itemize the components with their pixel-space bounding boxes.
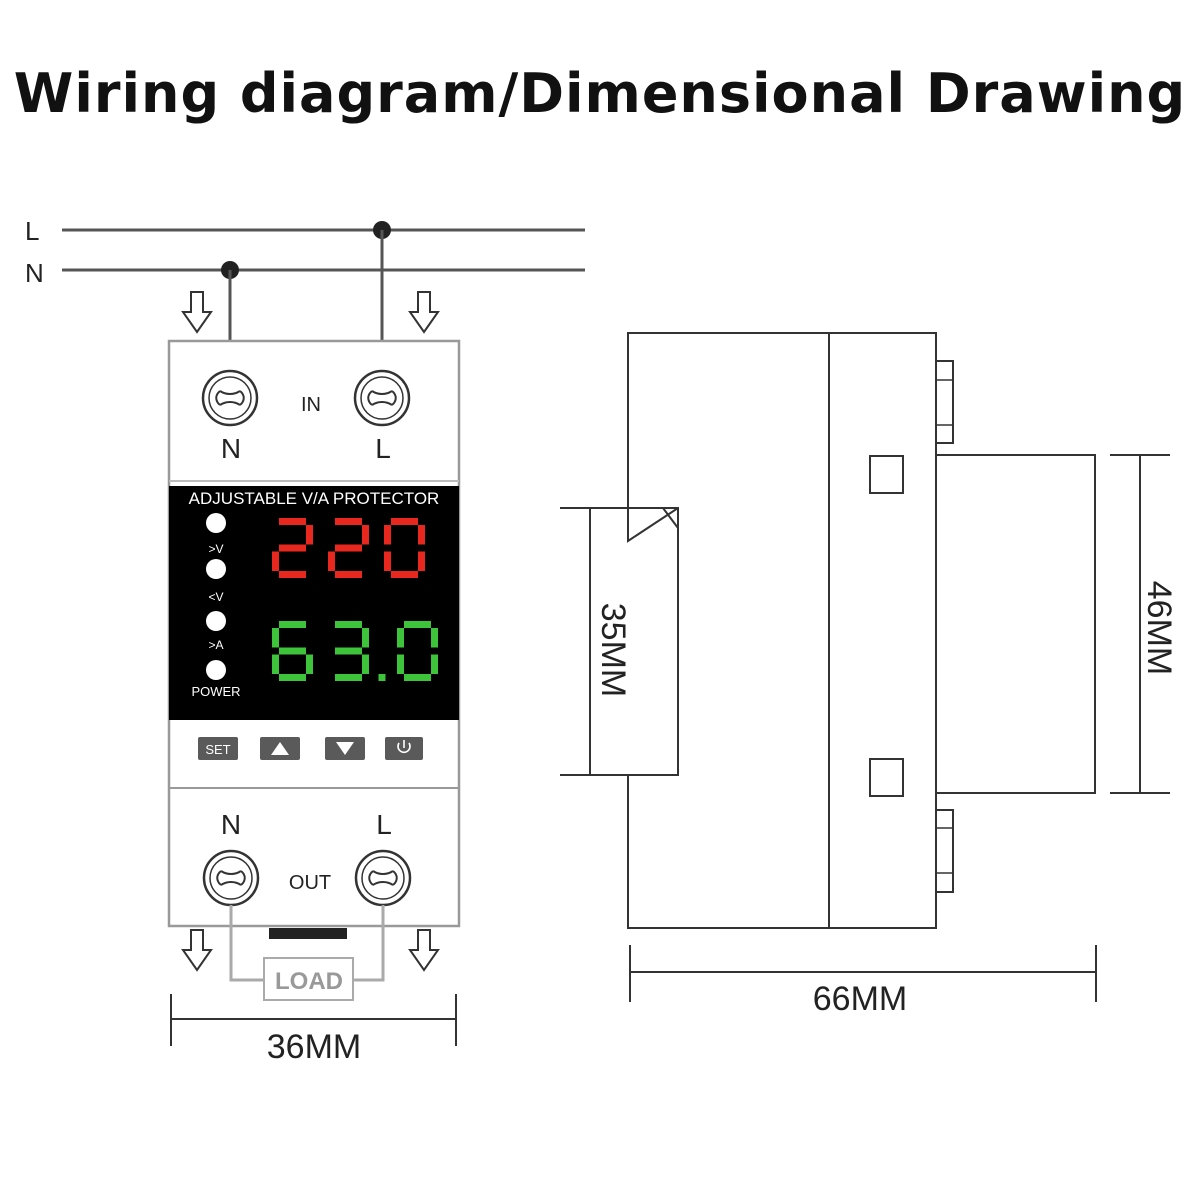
current-digit-segment-e (397, 654, 404, 674)
current-digit-segment-d (404, 674, 431, 681)
current-digit-segment-a (335, 621, 362, 628)
input-label: IN (301, 394, 321, 416)
load-box (263, 957, 354, 1001)
indicator-over-current-label: >A (208, 638, 223, 652)
current-digit-segment-c (362, 654, 369, 674)
input-terminal-n-label: N (221, 433, 241, 464)
indicator-over-current-led (206, 611, 226, 631)
indicator-power-led (206, 660, 226, 680)
output-label: OUT (289, 872, 331, 894)
current-digit-segment-d (335, 674, 362, 681)
voltage-digit-segment-e (272, 551, 279, 571)
voltage-digit-segment-e (328, 551, 335, 571)
voltage-digit-segment-a (279, 518, 306, 525)
output-terminal-n-icon (202, 849, 260, 907)
side-view-drawing: 35MM 46MM 66MM (560, 332, 1178, 1018)
voltage-digit-segment-d (335, 571, 362, 578)
side-latch-bottom (869, 758, 904, 797)
current-decimal-point (378, 674, 386, 681)
indicator-over-voltage-label: >V (208, 542, 223, 556)
voltage-digit-segment-b (306, 525, 313, 545)
indicator-under-voltage-led (206, 559, 226, 579)
indicator-power-label: POWER (191, 684, 240, 699)
voltage-digit-segment-g (279, 544, 306, 552)
set-button[interactable]: SET (198, 737, 238, 760)
current-digit-segment-b (362, 628, 369, 648)
depth-dim-label: 66MM (813, 980, 907, 1018)
airflow-arrow-top-right-icon (408, 291, 440, 334)
airflow-arrow-top-left-icon (181, 291, 213, 334)
rail-hook (627, 507, 679, 543)
rail-dim-label: 35MM (594, 603, 632, 697)
output-terminal-l-label: L (376, 809, 392, 840)
current-digit-segment-g (335, 647, 362, 655)
up-button[interactable] (260, 737, 300, 760)
current-digit-segment-c (306, 654, 313, 674)
output-terminal-n-label: N (221, 809, 241, 840)
current-digit-segment-e (272, 654, 279, 674)
voltage-digit-segment-a (391, 518, 418, 525)
current-digit-segment-g (279, 647, 306, 655)
voltage-digit-segment-f (384, 525, 391, 545)
power-button[interactable] (385, 737, 423, 760)
current-digit-segment-f (397, 628, 404, 648)
current-digit-segment-a (279, 621, 306, 628)
front-dim-label: 46MM (1140, 581, 1178, 675)
voltage-digit-segment-d (279, 571, 306, 578)
side-body-outline (627, 332, 830, 929)
current-digit-segment-f (272, 628, 279, 648)
bus-l-label: L (25, 216, 39, 246)
input-terminal-l-label: L (375, 433, 391, 464)
side-latch-top (869, 455, 904, 494)
triangle-down-icon (336, 742, 354, 755)
screw-tab-top (935, 360, 954, 444)
indicator-under-voltage-label: <V (208, 590, 223, 604)
load-label: LOAD (275, 968, 343, 995)
bus-n-label: N (25, 258, 44, 288)
voltage-digit-segment-c (418, 551, 425, 571)
page-title: Wiring diagram/Dimensional Drawing (13, 62, 1187, 125)
voltage-digit-segment-a (335, 518, 362, 525)
input-terminal-n-icon (201, 369, 259, 427)
indicator-over-voltage-led (206, 513, 226, 533)
side-front-section (935, 454, 1096, 794)
voltage-digit-segment-b (362, 525, 369, 545)
current-digit-segment-a (404, 621, 431, 628)
screw-tab-bottom (935, 809, 954, 893)
triangle-up-icon (271, 742, 289, 755)
input-terminal-l-icon (353, 369, 411, 427)
voltage-digit-segment-g (335, 544, 362, 552)
airflow-arrow-bottom-left-icon (181, 929, 213, 972)
voltage-digit-segment-e (384, 551, 391, 571)
load-wire (229, 905, 385, 982)
width-dim-label: 36MM (267, 1028, 361, 1066)
set-button-label: SET (205, 742, 230, 757)
power-icon (397, 740, 411, 754)
output-terminal-l-icon (354, 849, 412, 907)
wiring-diagram: L N IN N L (25, 216, 585, 1066)
current-digit-segment-c (431, 654, 438, 674)
din-clip (269, 928, 347, 939)
side-middle-section (828, 332, 937, 929)
voltage-digit-segment-d (391, 571, 418, 578)
voltage-digit-segment-b (418, 525, 425, 545)
current-digit-segment-b (431, 628, 438, 648)
current-digit-segment-d (279, 674, 306, 681)
voltage-reading-display (272, 518, 425, 578)
down-button[interactable] (325, 737, 365, 760)
airflow-arrow-bottom-right-icon (408, 929, 440, 972)
current-reading-display (272, 621, 438, 681)
panel-title: ADJUSTABLE V/A PROTECTOR (189, 489, 440, 508)
